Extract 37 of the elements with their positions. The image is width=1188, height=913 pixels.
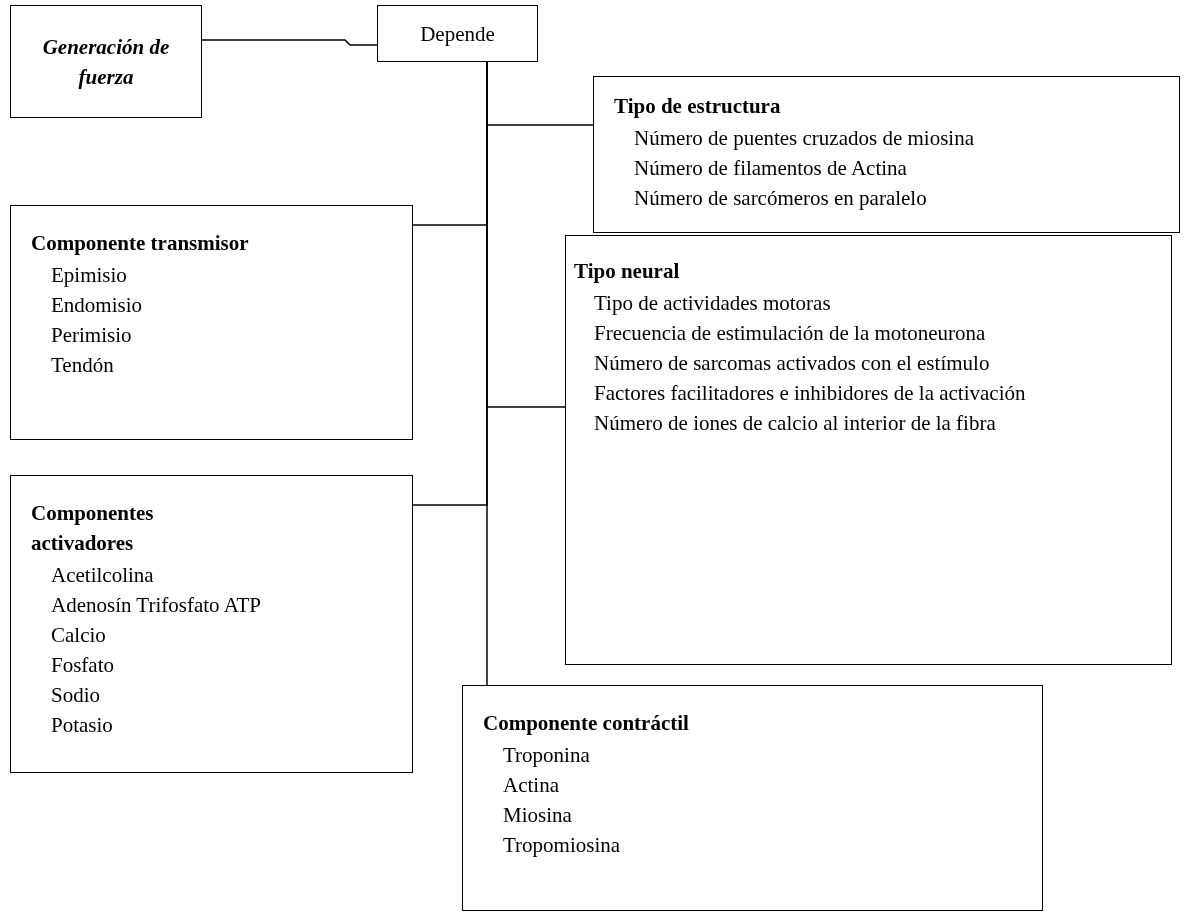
list-item: Número de puentes cruzados de miosina	[633, 125, 975, 152]
list-item: Tendón	[50, 352, 115, 379]
category-heading: Tipo neural	[574, 258, 681, 285]
list-item: Número de sarcómeros en paralelo	[633, 185, 928, 212]
list-item: Endomisio	[50, 292, 143, 319]
category-box	[593, 76, 1180, 233]
list-item: Número de iones de calcio al interior de la fibra	[593, 410, 997, 437]
list-item: Número de sarcomas activados con el estímulo	[593, 350, 991, 377]
list-item: Fosfato	[50, 652, 115, 679]
category-box	[565, 235, 1172, 665]
list-item: Acetilcolina	[50, 562, 155, 589]
category-heading: Componentes activadores	[31, 500, 155, 557]
list-item: Epimisio	[50, 262, 128, 289]
list-item: Sodio	[50, 682, 101, 709]
list-item: Factores facilitadores e inhibidores de la activación	[593, 380, 1027, 407]
list-item: Miosina	[502, 802, 573, 829]
title-box	[10, 5, 202, 118]
connector-line	[201, 39, 378, 46]
category-box	[462, 685, 1043, 911]
list-item: Potasio	[50, 712, 114, 739]
list-item: Número de filamentos de Actina	[633, 155, 908, 182]
list-item: Perimisio	[50, 322, 133, 349]
list-item: Actina	[502, 772, 560, 799]
list-item: Troponina	[502, 742, 591, 769]
list-item: Tipo de actividades motoras	[593, 290, 832, 317]
category-box	[10, 205, 413, 440]
list-item: Tropomiosina	[502, 832, 622, 859]
node-label: Depende	[420, 20, 495, 48]
title-text: Generación de fuerza	[41, 33, 171, 91]
category-heading: Tipo de estructura	[614, 93, 782, 120]
category-box	[10, 475, 413, 773]
category-heading: Componente contráctil	[483, 710, 690, 737]
list-item: Adenosín Trifosfato ATP	[50, 592, 263, 619]
list-item: Frecuencia de estimulación de la motoneurona	[593, 320, 987, 347]
connector-box	[377, 5, 538, 62]
list-item: Calcio	[50, 622, 107, 649]
category-heading: Componente transmisor	[31, 230, 250, 257]
